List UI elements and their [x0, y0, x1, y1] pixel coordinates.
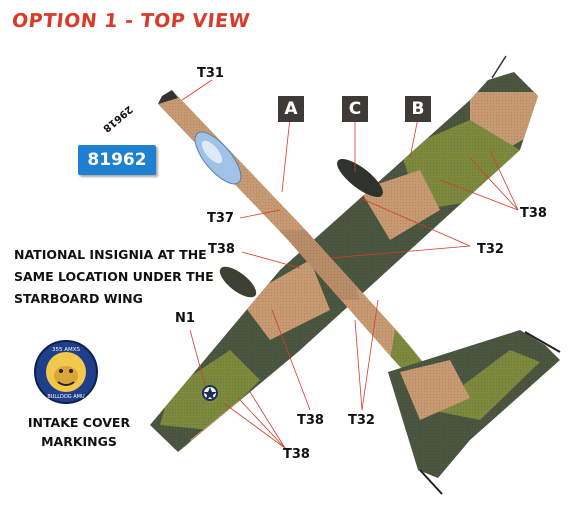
panel-tag-c: C: [342, 96, 368, 122]
callout-t31: T31: [197, 66, 224, 81]
callout-t32-lower: T32: [348, 413, 375, 428]
note-line: SAME LOCATION UNDER THE: [14, 269, 214, 284]
intake-line: MARKINGS: [41, 434, 117, 449]
national-insignia-icon: [202, 385, 218, 401]
panel-tag-b: B: [405, 96, 431, 122]
nose-cone: [158, 90, 178, 104]
callout-t32-upper: T32: [477, 242, 504, 257]
badge-bottom-text: BULLDOG AMU: [47, 394, 85, 400]
serial-number-box: 81962: [78, 145, 156, 175]
callout-t38-right-wing: T38: [520, 206, 547, 221]
horizontal-stabilizer: [388, 330, 561, 495]
note-line: NATIONAL INSIGNIA AT THE: [14, 247, 207, 262]
canopy: [194, 131, 242, 185]
intake-line: INTAKE COVER: [27, 415, 131, 430]
insignia-note: NATIONAL INSIGNIA AT THE SAME LOCATION U…: [14, 244, 214, 310]
engine-nacelles: [219, 159, 383, 298]
bulldog-amu-badge-icon: 355 AMXS BULLDOG AMU: [34, 340, 98, 404]
callout-t37: T37: [207, 211, 234, 226]
intake-cover-label: INTAKE COVER MARKINGS: [24, 413, 134, 451]
leader-lines: [181, 79, 519, 449]
callout-n1: N1: [175, 311, 195, 326]
antenna-line: [491, 55, 507, 79]
callout-t38-fuselage: T38: [208, 242, 235, 257]
callout-t38-left-wing: T38: [283, 447, 310, 462]
panel-tag-a: A: [278, 96, 304, 122]
note-line: STARBOARD WING: [14, 291, 143, 306]
callout-t38-lower: T38: [297, 413, 324, 428]
badge-top-text: 355 AMXS: [52, 347, 81, 353]
